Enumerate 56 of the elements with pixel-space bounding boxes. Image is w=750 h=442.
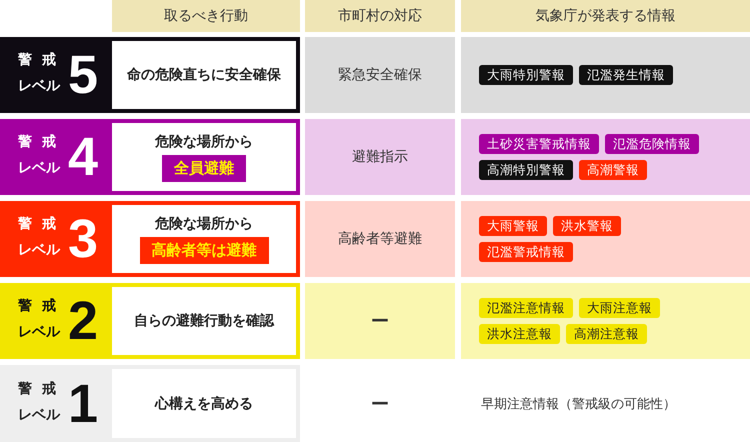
level-label: レベル — [18, 323, 60, 341]
action-text: 危険な場所から — [155, 214, 253, 232]
action-card — [112, 287, 296, 355]
level-number: 4 — [68, 130, 98, 184]
level-label: レベル — [18, 406, 60, 424]
level-label: 警戒 — [18, 133, 66, 151]
level-label: 警戒 — [18, 380, 66, 398]
warning-tag: 高潮注意報 — [566, 324, 647, 344]
info-panel — [461, 119, 750, 195]
level-panel — [0, 201, 300, 277]
level-panel — [0, 37, 300, 113]
warning-tag: 大雨警報 — [479, 216, 547, 236]
warning-tag: 氾濫発生情報 — [579, 65, 673, 85]
column-header: 気象庁が発表する情報 — [461, 0, 750, 32]
warning-tag: 氾濫警戒情報 — [479, 242, 573, 262]
warning-tag: 洪水注意報 — [479, 324, 560, 344]
column-header: 市町村の対応 — [305, 0, 455, 32]
warning-tag: 高潮警報 — [579, 160, 647, 180]
response-cell: ー — [305, 283, 455, 359]
level-label: レベル — [18, 241, 60, 259]
level-label: レベル — [18, 159, 60, 177]
info-panel — [461, 201, 750, 277]
warning-tag: 土砂災害警戒情報 — [479, 134, 599, 154]
level-number: 5 — [68, 48, 98, 102]
warning-tag: 大雨特別警報 — [479, 65, 573, 85]
level-panel — [0, 119, 300, 195]
info-panel — [461, 37, 750, 113]
dash-text: ー — [370, 392, 390, 416]
warning-tag: 氾濫危険情報 — [605, 134, 699, 154]
action-card — [112, 205, 296, 273]
action-text: 命の危険直ちに安全確保 — [127, 66, 281, 84]
response-cell: 高齢者等避難 — [305, 201, 455, 277]
level-label: レベル — [18, 77, 60, 95]
note-text: 早期注意情報（警戒級の可能性） — [480, 396, 677, 414]
level-number: 2 — [68, 294, 98, 348]
level-label: 警戒 — [18, 297, 66, 315]
level-number: 3 — [68, 212, 98, 266]
action-card — [112, 123, 296, 191]
warning-tag: 高潮特別警報 — [479, 160, 573, 180]
response-cell: 避難指示 — [305, 119, 455, 195]
level-label: 警戒 — [18, 51, 66, 69]
level-number: 1 — [68, 376, 98, 430]
column-header: 取るべき行動 — [112, 0, 300, 32]
action-text: 心構えを高める — [155, 394, 253, 412]
action-card — [112, 41, 296, 109]
action-text: 危険な場所から — [155, 132, 253, 150]
info-panel — [461, 283, 750, 359]
warning-tag: 大雨注意報 — [579, 298, 660, 318]
highlight-tag: 高齢者等は避難 — [140, 236, 268, 264]
response-cell: 緊急安全確保 — [305, 37, 455, 113]
warning-tag: 氾濫注意情報 — [479, 298, 573, 318]
warning-tag: 洪水警報 — [553, 216, 621, 236]
action-text: 自らの避難行動を確認 — [134, 312, 274, 330]
level-panel — [0, 283, 300, 359]
level-label: 警戒 — [18, 215, 66, 233]
highlight-tag: 全員避難 — [162, 154, 246, 182]
